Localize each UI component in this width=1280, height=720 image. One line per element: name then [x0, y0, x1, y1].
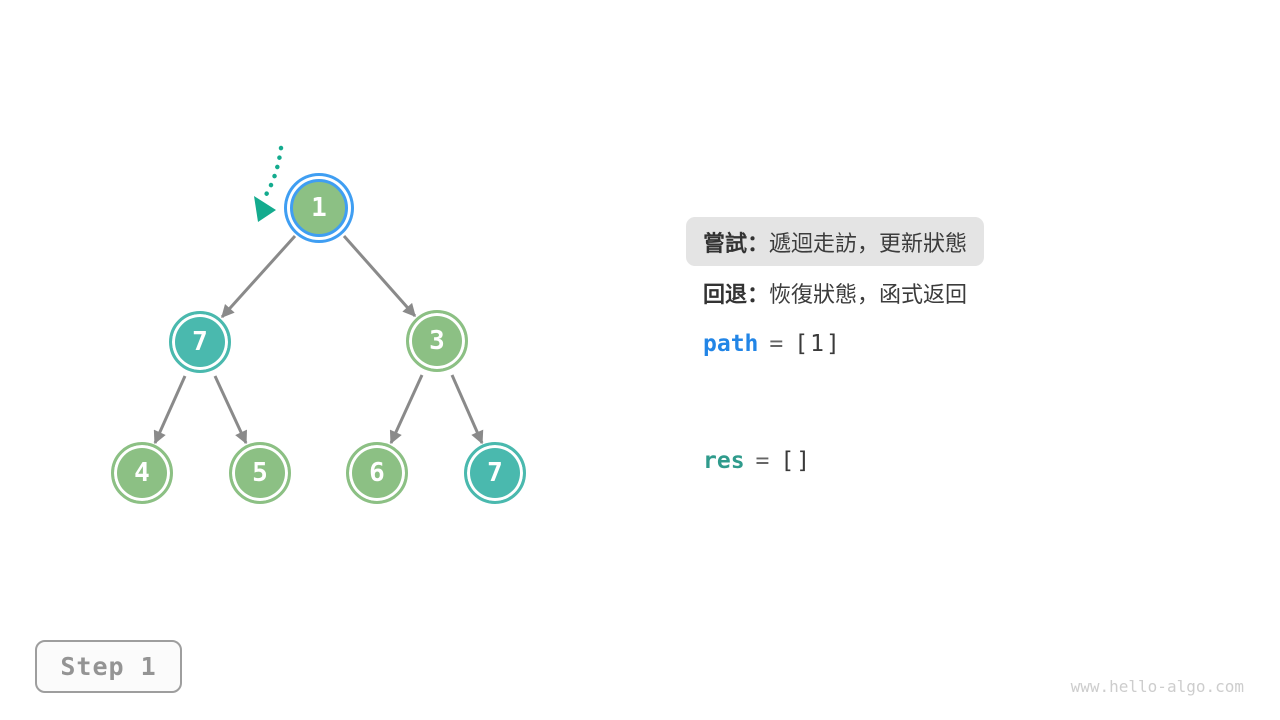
res-variable-value: []: [780, 448, 813, 474]
tree-node-5: 5: [229, 442, 291, 504]
backtrack-description: 恢復狀態，函式返回: [769, 282, 968, 307]
try-description: 遞迴走訪，更新狀態: [769, 230, 968, 256]
tree-edges: [153, 234, 484, 445]
step-badge: Step 1: [35, 640, 182, 693]
watermark: www.hello-algo.com: [1070, 677, 1244, 696]
res-variable-name: res: [703, 448, 745, 474]
node-value: 7: [487, 458, 503, 488]
equals-sign: =: [769, 331, 784, 357]
backtrack-action-text: 回退：恢復狀態，函式返回: [703, 277, 967, 309]
tree-node-4: 4: [111, 442, 173, 504]
node-value: 6: [369, 458, 385, 488]
tree-node-3: 3: [406, 310, 468, 372]
node-value: 3: [429, 326, 445, 356]
backtrack-action-line: 回退：恢復狀態，函式返回: [703, 278, 967, 308]
try-label: 嘗試：: [703, 230, 770, 256]
node-value: 5: [252, 458, 268, 488]
equals-sign: =: [755, 448, 770, 474]
try-action-highlight: 嘗試：遞迴走訪，更新狀態: [686, 217, 985, 266]
edge-7-5: [213, 375, 248, 445]
edge-3-6: [389, 374, 424, 445]
pointer-arrow-icon: [254, 145, 284, 222]
edge-1-7: [220, 234, 297, 319]
path-variable-line: path = [1]: [703, 328, 842, 360]
try-action-text: 嘗試：遞迴走訪，更新狀態: [703, 226, 967, 258]
node-value: 7: [192, 327, 208, 357]
edge-7-4: [153, 375, 187, 445]
path-variable-value: [1]: [794, 331, 842, 357]
tree-node-1-current: 1: [290, 179, 348, 237]
tree-node-7-left: 7: [169, 311, 231, 373]
step-badge-label: Step 1: [60, 652, 157, 681]
tree-node-7-right: 7: [464, 442, 526, 504]
node-value: 4: [134, 458, 150, 488]
backtrack-label: 回退：: [703, 282, 770, 307]
path-variable-name: path: [703, 331, 759, 357]
res-variable-line: res = []: [703, 445, 812, 477]
edge-3-7: [450, 374, 484, 445]
tree-node-6: 6: [346, 442, 408, 504]
edge-1-3: [342, 235, 417, 317]
node-value: 1: [311, 193, 327, 223]
